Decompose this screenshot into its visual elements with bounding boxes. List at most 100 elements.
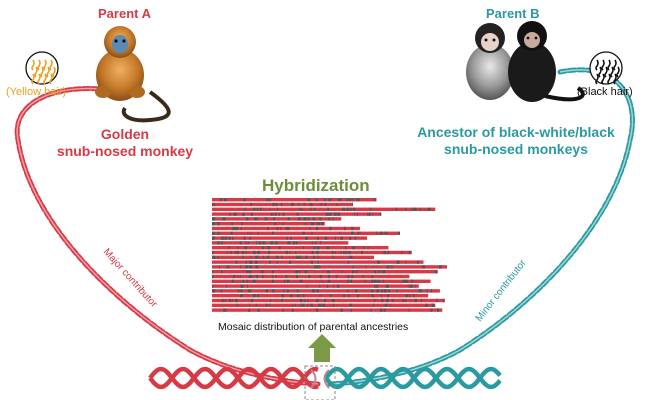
mosaic-minor-segment [232, 226, 236, 231]
mosaic-minor-segment [350, 308, 352, 312]
major-contributor-label: Major contributor [101, 247, 160, 311]
mosaic-minor-segment [347, 274, 350, 279]
mosaic-minor-segment [236, 303, 238, 307]
mosaic-minor-segment [390, 303, 391, 307]
parent-a-name-line1: Golden [100, 126, 150, 142]
mosaic-minor-segment [315, 308, 319, 312]
mosaic-minor-segment [303, 246, 304, 250]
mosaic-minor-segment [240, 226, 242, 231]
mosaic-minor-segment [352, 265, 354, 269]
mosaic-minor-segment [242, 279, 245, 283]
mosaic-minor-segment [386, 231, 388, 235]
mosaic-minor-segment [282, 212, 285, 216]
mosaic-minor-segment [381, 289, 383, 293]
mosaic-minor-segment [352, 198, 354, 202]
mosaic-minor-segment [217, 231, 220, 235]
mosaic-minor-segment [235, 226, 239, 231]
mosaic-minor-segment [269, 260, 271, 264]
mosaic-minor-segment [272, 212, 274, 216]
mosaic-minor-segment [287, 241, 291, 245]
mosaic-minor-segment [381, 298, 384, 303]
mosaic-minor-segment [296, 289, 299, 293]
mosaic-minor-segment [267, 250, 271, 255]
mosaic-minor-segment [294, 303, 296, 307]
mosaic-minor-segment [317, 255, 319, 259]
mosaic-minor-segment [262, 246, 265, 250]
mosaic-minor-segment [395, 207, 398, 211]
mosaic-minor-segment [356, 270, 358, 274]
mosaic-minor-segment [271, 231, 274, 235]
mosaic-minor-segment [362, 274, 364, 279]
hybridization-arrow [308, 334, 336, 362]
bottom-double-helix [148, 366, 502, 390]
mosaic-minor-segment [343, 250, 345, 255]
mosaic-minor-segment [312, 217, 316, 221]
mosaic-minor-segment [377, 279, 380, 283]
hybrid-junction-box [304, 365, 336, 400]
mosaic-minor-segment [220, 198, 222, 202]
mosaic-minor-segment [339, 231, 341, 235]
mosaic-minor-segment [349, 279, 353, 283]
mosaic-minor-segment [250, 212, 253, 216]
mosaic-minor-segment [213, 231, 215, 235]
mosaic-minor-segment [321, 303, 323, 307]
mosaic-minor-segment [229, 298, 232, 303]
mosaic-minor-segment [291, 308, 294, 312]
mosaic-minor-segment [244, 207, 246, 211]
mosaic-minor-segment [254, 260, 258, 264]
hair-strand [601, 73, 605, 85]
mosaic-minor-segment [333, 212, 337, 216]
hair-strand [49, 59, 53, 71]
mosaic-minor-segment [234, 250, 236, 255]
mosaic-minor-segment [340, 308, 344, 312]
mosaic-minor-segment [311, 250, 314, 255]
mosaic-row [212, 202, 353, 207]
mosaic-minor-segment [231, 222, 233, 226]
mosaic-minor-segment [415, 284, 417, 288]
mosaic-minor-segment [299, 279, 303, 283]
mosaic-minor-segment [305, 236, 308, 240]
mosaic-minor-segment [427, 207, 431, 211]
mosaic-minor-segment [243, 236, 246, 240]
mosaic-row [212, 236, 368, 240]
mosaic-row [212, 198, 377, 202]
mosaic-minor-segment [405, 298, 407, 303]
mosaic-minor-segment [372, 212, 374, 216]
mosaic-minor-segment [311, 231, 313, 235]
mosaic-minor-segment [417, 260, 419, 264]
mosaic-minor-segment [230, 250, 232, 255]
mosaic-minor-segment [280, 202, 283, 207]
mosaic-minor-segment [267, 226, 269, 231]
yellow-hair-icon [25, 51, 59, 85]
mosaic-minor-segment [333, 284, 335, 288]
mosaic-minor-segment [411, 207, 413, 211]
mosaic-minor-segment [282, 308, 284, 312]
mosaic-minor-segment [232, 274, 236, 279]
mosaic-minor-segment [334, 250, 336, 255]
mosaic-minor-segment [331, 298, 335, 303]
mosaic-minor-segment [309, 202, 313, 207]
mosaic-minor-segment [369, 207, 372, 211]
mosaic-minor-segment [354, 236, 357, 240]
mosaic-minor-segment [283, 289, 285, 293]
mosaic-minor-segment [334, 236, 336, 240]
mosaic-minor-segment [295, 270, 299, 274]
mosaic-minor-segment [352, 207, 356, 211]
mosaic-minor-segment [378, 270, 380, 274]
mosaic-minor-segment [315, 198, 318, 202]
mosaic-minor-segment [275, 255, 279, 259]
mosaic-minor-segment [285, 250, 289, 255]
mosaic-minor-segment [367, 212, 369, 216]
mosaic-minor-segment [414, 298, 418, 303]
mosaic-minor-segment [242, 212, 245, 216]
mosaic-minor-segment [241, 250, 245, 255]
mosaic-minor-segment [287, 289, 289, 293]
mosaic-minor-segment [317, 236, 319, 240]
mosaic-minor-segment [340, 236, 343, 240]
mosaic-minor-segment [245, 217, 249, 221]
mosaic-minor-segment [342, 207, 345, 211]
mosaic-minor-segment [341, 270, 343, 274]
hybridization-title: Hybridization [262, 176, 370, 195]
mosaic-minor-segment [221, 241, 223, 245]
mosaic-minor-segment [286, 279, 290, 283]
